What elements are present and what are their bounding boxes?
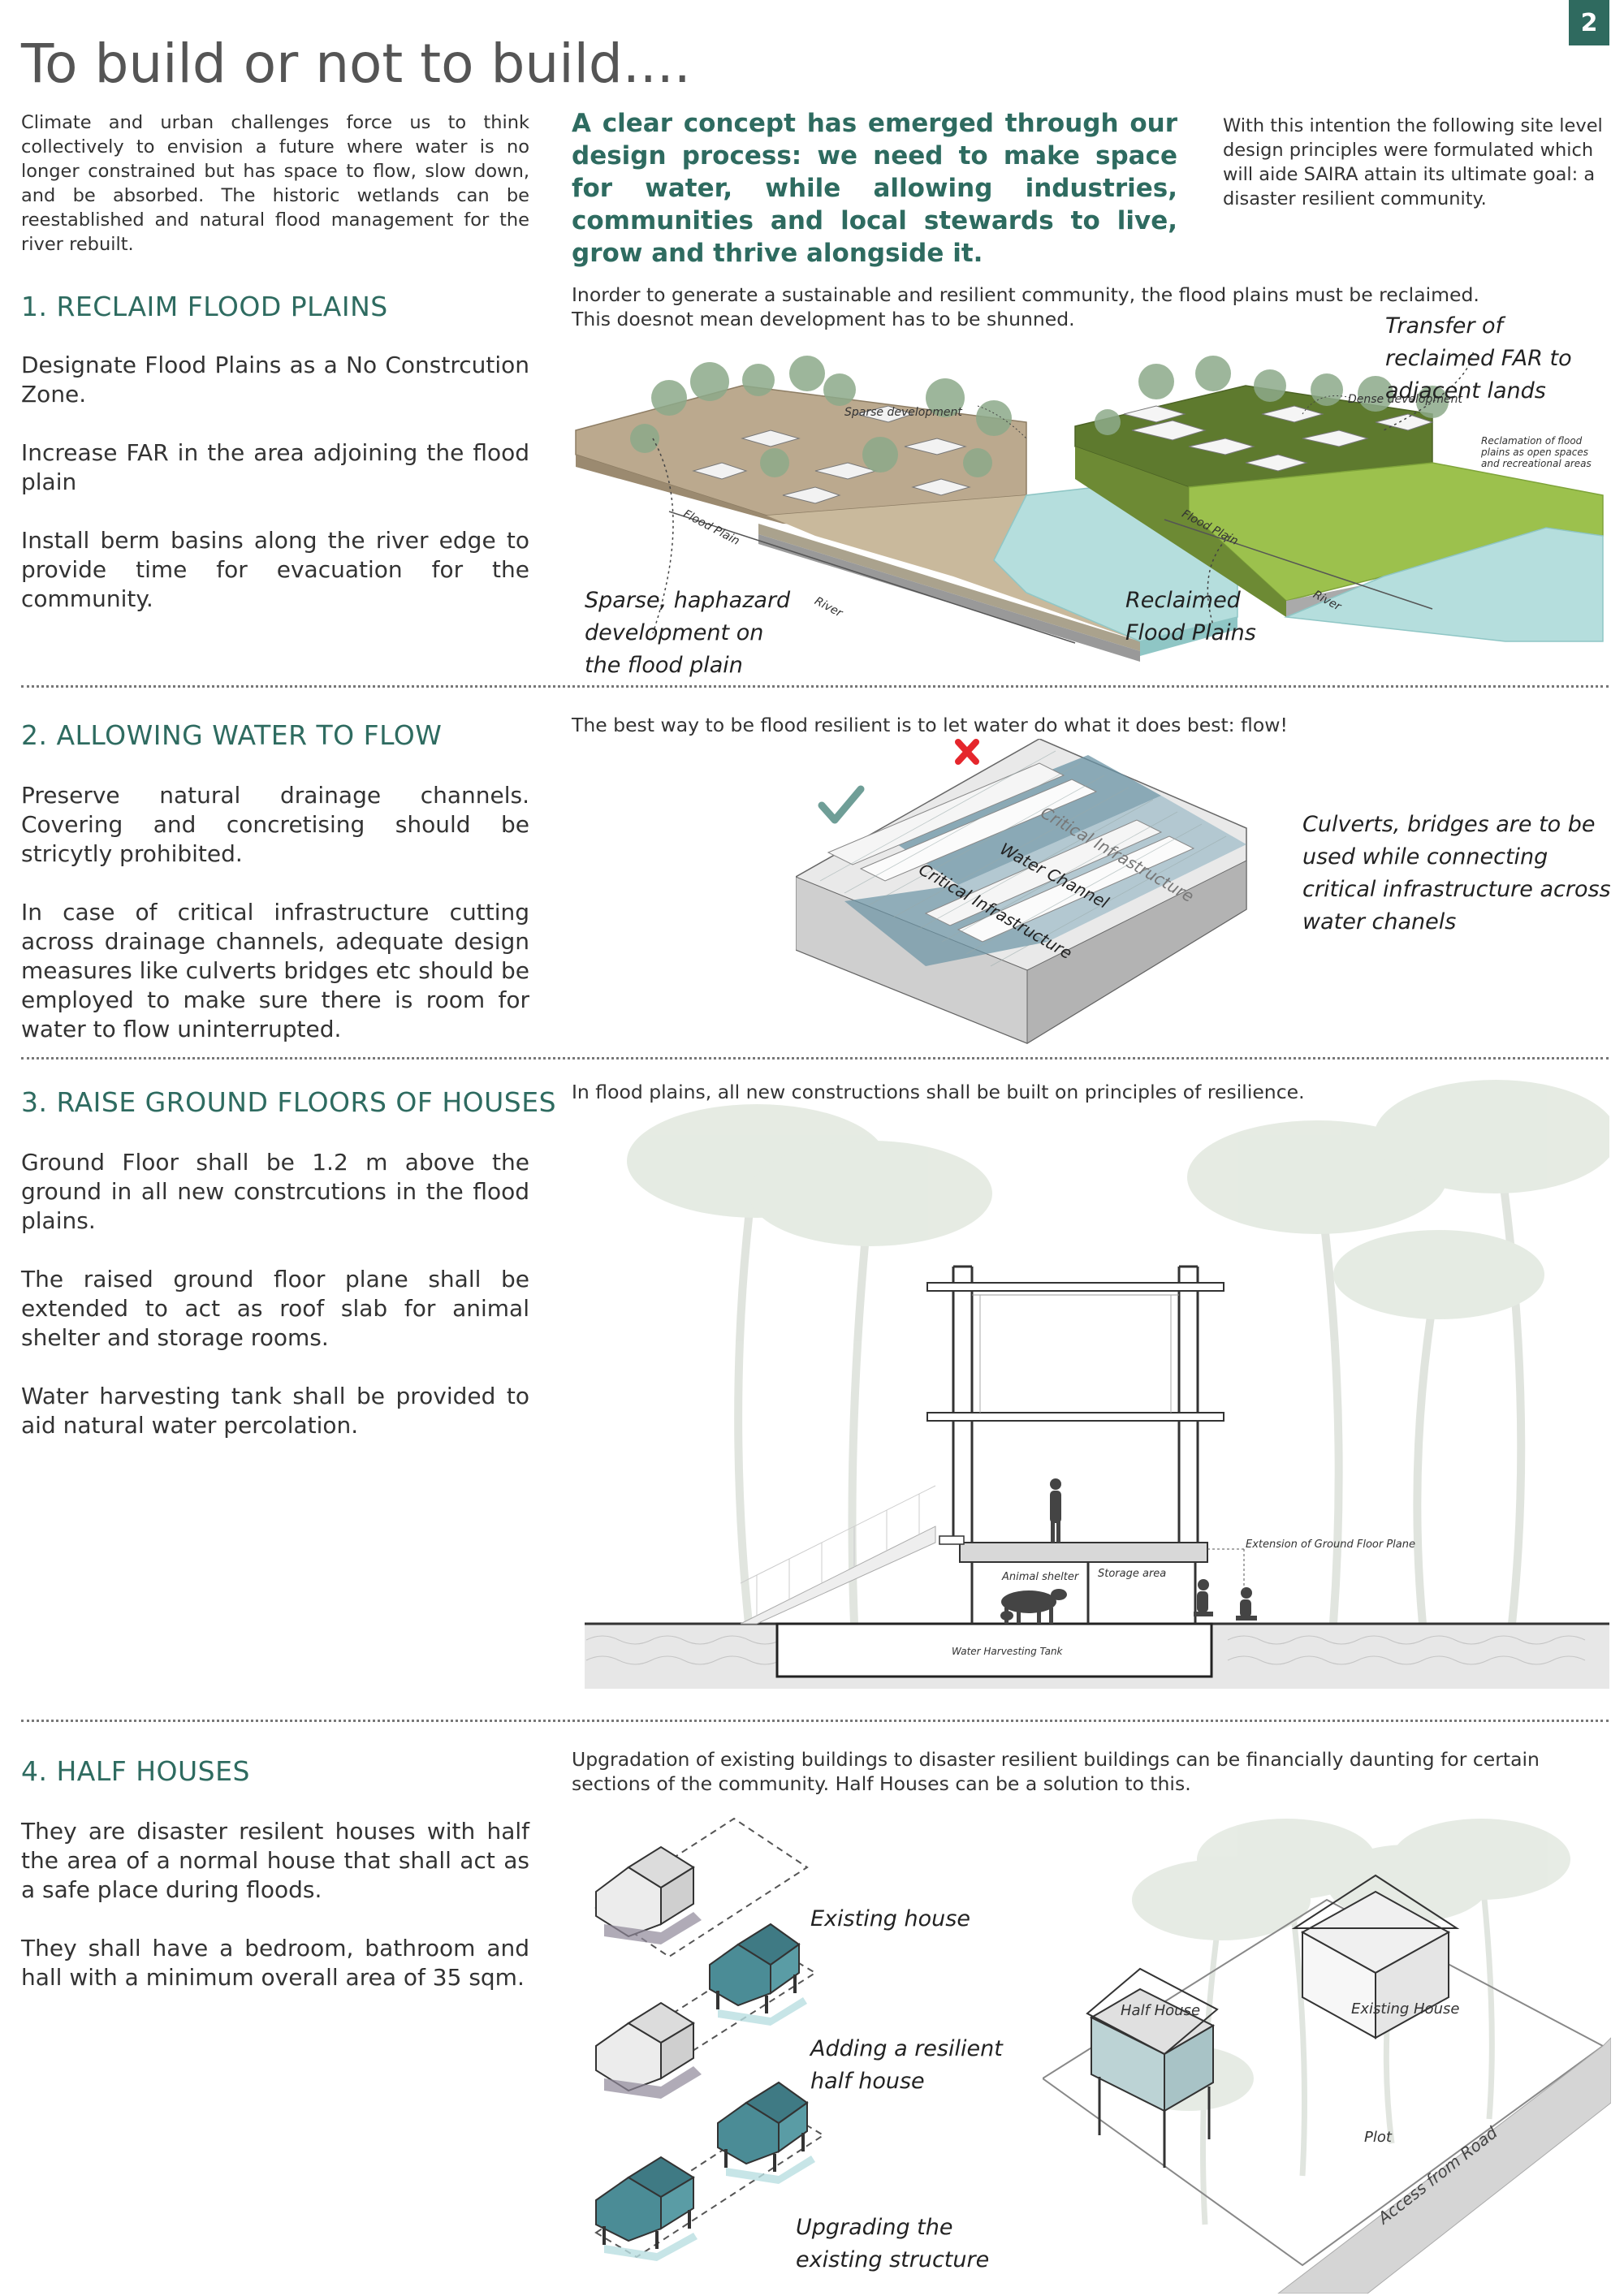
reclaimed-flood-plains-annotation: Reclaimed Flood Plains — [1125, 588, 1256, 645]
section-1-paragraph: Designate Flood Plains as a No Constrcut… — [21, 352, 529, 408]
existing-house-annotation: Existing house — [810, 1906, 970, 1931]
raised-floor-section-diagram: Extension of Ground Floor Plane Animal s… — [585, 1080, 1609, 1689]
section-3-paragraph: Water harvesting tank shall be provided … — [21, 1383, 529, 1439]
existing-house-label: Existing House — [1351, 2000, 1459, 2018]
section-3-caption: In flood plains, all new constructions s… — [572, 1081, 1305, 1103]
sparse-development-block — [575, 356, 1238, 662]
sparse-development-label: Sparse development — [844, 406, 962, 419]
section-3-heading: 3. RAISE GROUND FLOORS OF HOUSES — [21, 1086, 557, 1118]
water-channel-diagram: Critical Infrastructure Water Channel Cr… — [796, 739, 1247, 1044]
reclaimed-development-block — [1074, 356, 1604, 642]
section-1-heading: 1. RECLAIM FLOOD PLAINS — [21, 291, 388, 322]
section-divider — [21, 1720, 1609, 1722]
section-2-paragraph: In case of critical infrastructure cutti… — [21, 899, 529, 1042]
page-title: To build or not to build.... — [21, 32, 691, 95]
adding-half-house-step — [594, 1923, 817, 2099]
section-divider — [21, 1057, 1609, 1060]
extension-label: Extension of Ground Floor Plane — [1246, 1539, 1415, 1551]
concept-statement: A clear concept has emerged through our … — [572, 109, 1177, 268]
section-2-caption: The best way to be flood resilient is to… — [572, 714, 1288, 736]
section-1-paragraph: Increase FAR in the area adjoining the f… — [21, 439, 529, 495]
section-divider — [21, 685, 1609, 688]
section-3-paragraph: Ground Floor shall be 1.2 m above the gr… — [21, 1149, 529, 1234]
half-house-label: Half House — [1121, 2002, 1200, 2019]
section-2-paragraph: Preserve natural drainage channels. Cove… — [21, 782, 529, 867]
section-3-body: Ground Floor shall be 1.2 m above the gr… — [21, 1148, 529, 1470]
section-1-paragraph: Install berm basins along the river edge… — [21, 527, 529, 612]
half-house-steps-diagram — [594, 1817, 825, 2261]
section-4-body: They are disaster resilent houses with h… — [21, 1817, 529, 2022]
raised-floor-slab — [959, 1542, 1208, 1563]
people-icon — [1194, 1579, 1257, 1621]
palm-tree-icon — [627, 1080, 1609, 1625]
intro-right-text: With this intention the following site l… — [1223, 115, 1603, 209]
section-2-heading: 2. ALLOWING WATER TO FLOW — [21, 719, 443, 751]
sparse-development-annotation: Sparse, haphazard development on the flo… — [585, 588, 791, 678]
section-4-paragraph: They are disaster resilent houses with h… — [21, 1818, 529, 1903]
section-3-paragraph: The raised ground floor plane shall be e… — [21, 1266, 529, 1351]
reclamation-label: Reclamation of flood plains as open spac… — [1481, 435, 1592, 469]
upgrading-existing-annotation: Upgrading the existing structure — [796, 2215, 990, 2272]
tank-label: Water Harvesting Tank — [952, 1646, 1064, 1657]
section-4-heading: 4. HALF HOUSES — [21, 1755, 250, 1787]
prohibited-x-icon — [955, 739, 979, 765]
existing-house-building — [1291, 1874, 1460, 2039]
person-icon — [1050, 1478, 1061, 1543]
section-4-paragraph: They shall have a bedroom, bathroom and … — [21, 1935, 529, 1991]
transfer-leader-line — [1383, 349, 1475, 431]
section-4-caption: Upgradation of existing buildings to dis… — [572, 1748, 1540, 1795]
section-1-caption: Inorder to generate a sustainable and re… — [572, 283, 1479, 330]
animal-shelter-label: Animal shelter — [1001, 1571, 1080, 1583]
approved-check-icon — [818, 785, 865, 824]
transfer-far-annotation: Transfer of reclaimed FAR to adjacent la… — [1385, 313, 1572, 404]
plot-label: Plot — [1364, 2129, 1393, 2146]
section-1-body: Designate Flood Plains as a No Constrcut… — [21, 351, 529, 643]
half-house-site-diagram: Half House Existing House Plot Access fr… — [1043, 1819, 1611, 2294]
half-house-building — [1086, 1967, 1219, 2168]
reclaim-flood-plains-diagram — [575, 349, 1604, 662]
section-2-body: Preserve natural drainage channels. Cove… — [21, 781, 529, 1073]
existing-house-step — [594, 1817, 809, 1958]
storage-area-label: Storage area — [1098, 1568, 1166, 1580]
cow-icon — [1000, 1589, 1067, 1624]
adding-half-house-annotation: Adding a resilient half house — [810, 2036, 1003, 2094]
dense-development-label: Dense development — [1348, 393, 1462, 406]
water-harvesting-tank — [775, 1622, 1213, 1678]
raised-house-frame — [952, 1265, 1199, 1543]
culverts-annotation: Culverts, bridges are to be used while c… — [1302, 812, 1611, 934]
upgrading-existing-step — [594, 2081, 825, 2261]
intro-left-text: Climate and urban challenges force us to… — [21, 112, 529, 255]
page-number: 2 — [1569, 0, 1609, 45]
